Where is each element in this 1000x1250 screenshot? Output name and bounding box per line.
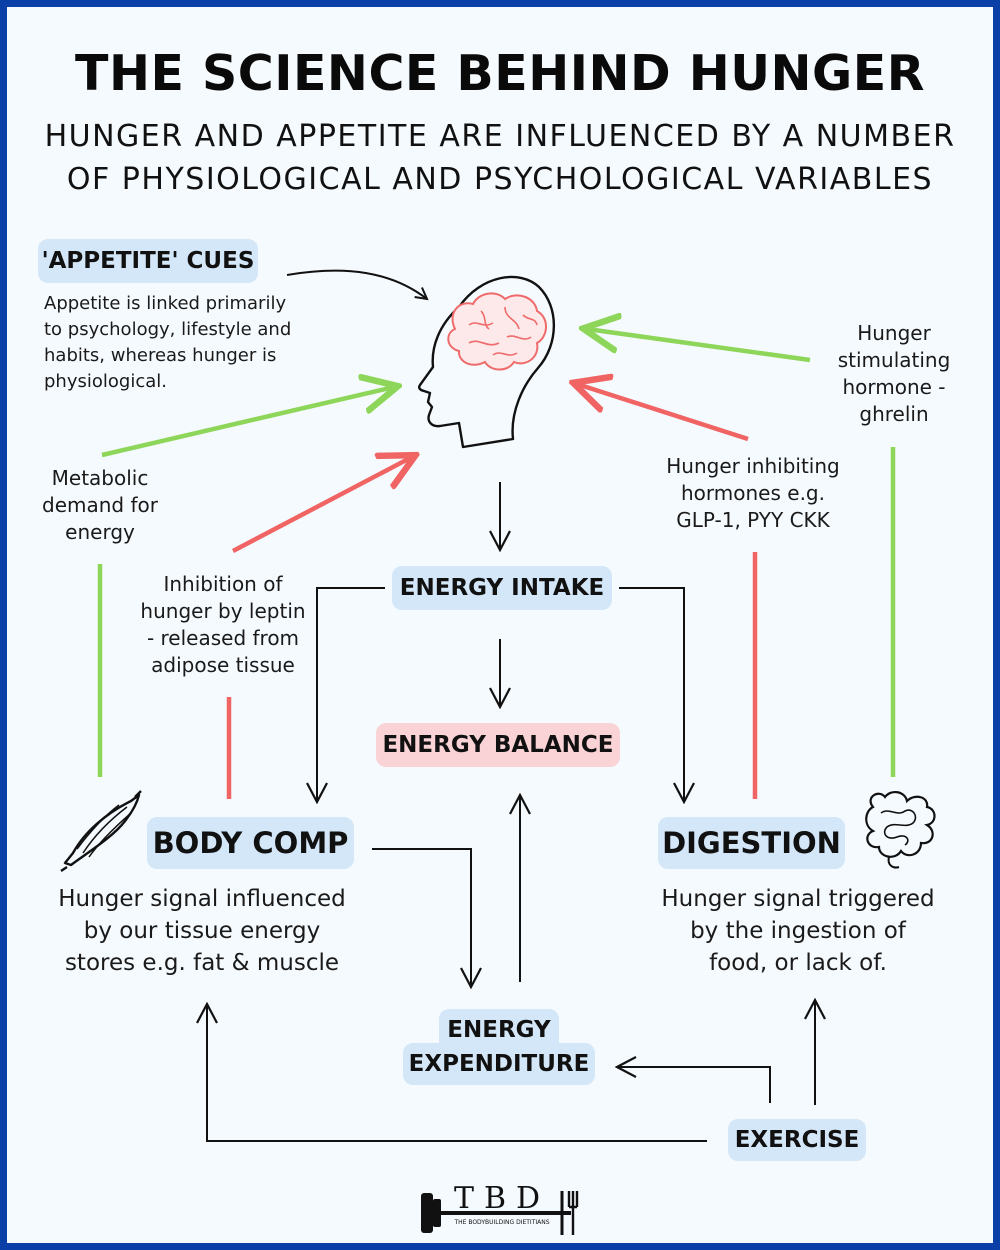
muscle-icon [60, 790, 142, 872]
digestion-desc-line: Hunger signal triggered [661, 886, 935, 912]
hunger-inhibiting-label: Hunger inhibiting hormones e.g. GLP-1, P… [657, 453, 849, 534]
appetite-cues-description: Appetite is linked primarily to psycholo… [44, 291, 291, 395]
metabolic-demand-label: Metabolic demand for energy [20, 465, 180, 546]
logo-letters: TBD [453, 1181, 551, 1216]
leptin-line: Inhibition of [163, 572, 283, 596]
arrow-intake-to-digestion [619, 587, 684, 802]
ghrelin-line: hormone - [842, 375, 946, 399]
arrow-intake-to-bodycomp [317, 587, 385, 802]
digestion-desc-line: food, or lack of. [709, 950, 887, 976]
inhibiting-line: GLP-1, PYY CKK [676, 508, 830, 532]
appetite-desc-line: to psychology, lifestyle and [44, 319, 292, 340]
ghrelin-line: Hunger [857, 321, 931, 345]
arrow-bodycomp-to-expenditure [372, 848, 471, 987]
page-title: THE SCIENCE BEHIND HUNGER [75, 45, 925, 102]
digestion-description: Hunger signal triggered by the ingestion… [643, 883, 953, 979]
ghrelin-line: ghrelin [859, 402, 929, 426]
head-brain-icon [418, 275, 556, 449]
energy-intake-label: ENERGY INTAKE [392, 566, 612, 610]
appetite-desc-line: habits, whereas hunger is [44, 345, 277, 366]
infographic-frame: THE SCIENCE BEHIND HUNGER HUNGER AND APP… [7, 7, 993, 1243]
energy-balance-label: ENERGY BALANCE [376, 723, 620, 767]
arrow-appetite-to-brain [286, 269, 427, 299]
digestion-label: DIGESTION [658, 817, 845, 869]
digestion-desc-line: by the ingestion of [690, 918, 906, 944]
leptin-line: - released from [146, 626, 300, 650]
body-comp-description: Hunger signal influenced by our tissue e… [47, 883, 357, 979]
subtitle-line-1: HUNGER AND APPETITE ARE INFLUENCED BY A … [44, 119, 956, 154]
logo-tagline: THE BODYBUILDING DIETITIANS [454, 1219, 550, 1226]
metabolic-line: Metabolic [51, 466, 149, 490]
ghrelin-line: stimulating [837, 348, 951, 372]
exercise-label: EXERCISE [728, 1119, 866, 1161]
body-comp-label: BODY COMP [147, 817, 354, 869]
arrow-exercise-to-bodycomp [207, 1004, 707, 1142]
metabolic-line: energy [65, 520, 135, 544]
inhibiting-line: hormones e.g. [681, 481, 825, 505]
appetite-desc-line: Appetite is linked primarily [44, 293, 287, 314]
green-arrow-metabolic [101, 387, 394, 458]
appetite-desc-line: physiological. [44, 371, 167, 392]
red-arrow-leptin [231, 457, 412, 553]
body-comp-desc-line: stores e.g. fat & muscle [64, 950, 340, 976]
body-comp-desc-line: Hunger signal influenced [58, 886, 346, 912]
arrow-exercise-to-expenditure [617, 1067, 771, 1103]
subtitle-line-2: OF PHYSIOLOGICAL AND PSYCHOLOGICAL VARIA… [66, 162, 934, 197]
energy-expenditure-line-2: EXPENDITURE [403, 1043, 595, 1085]
leptin-line: adipose tissue [151, 653, 295, 677]
inhibiting-line: Hunger inhibiting [666, 454, 840, 478]
logo-barbell-icon [421, 1191, 579, 1235]
red-arrow-hormones [577, 384, 749, 442]
metabolic-line: demand for [42, 493, 158, 517]
body-comp-desc-line: by our tissue energy [83, 918, 321, 944]
intestine-icon [865, 791, 936, 869]
green-arrow-ghrelin [587, 329, 811, 363]
diagram-connectors [60, 269, 936, 1235]
ghrelin-label: Hunger stimulating hormone - ghrelin [824, 320, 964, 428]
leptin-label: Inhibition of hunger by leptin - release… [133, 571, 313, 679]
leptin-line: hunger by leptin [140, 599, 306, 623]
appetite-cues-label: 'APPETITE' CUES [38, 239, 258, 283]
